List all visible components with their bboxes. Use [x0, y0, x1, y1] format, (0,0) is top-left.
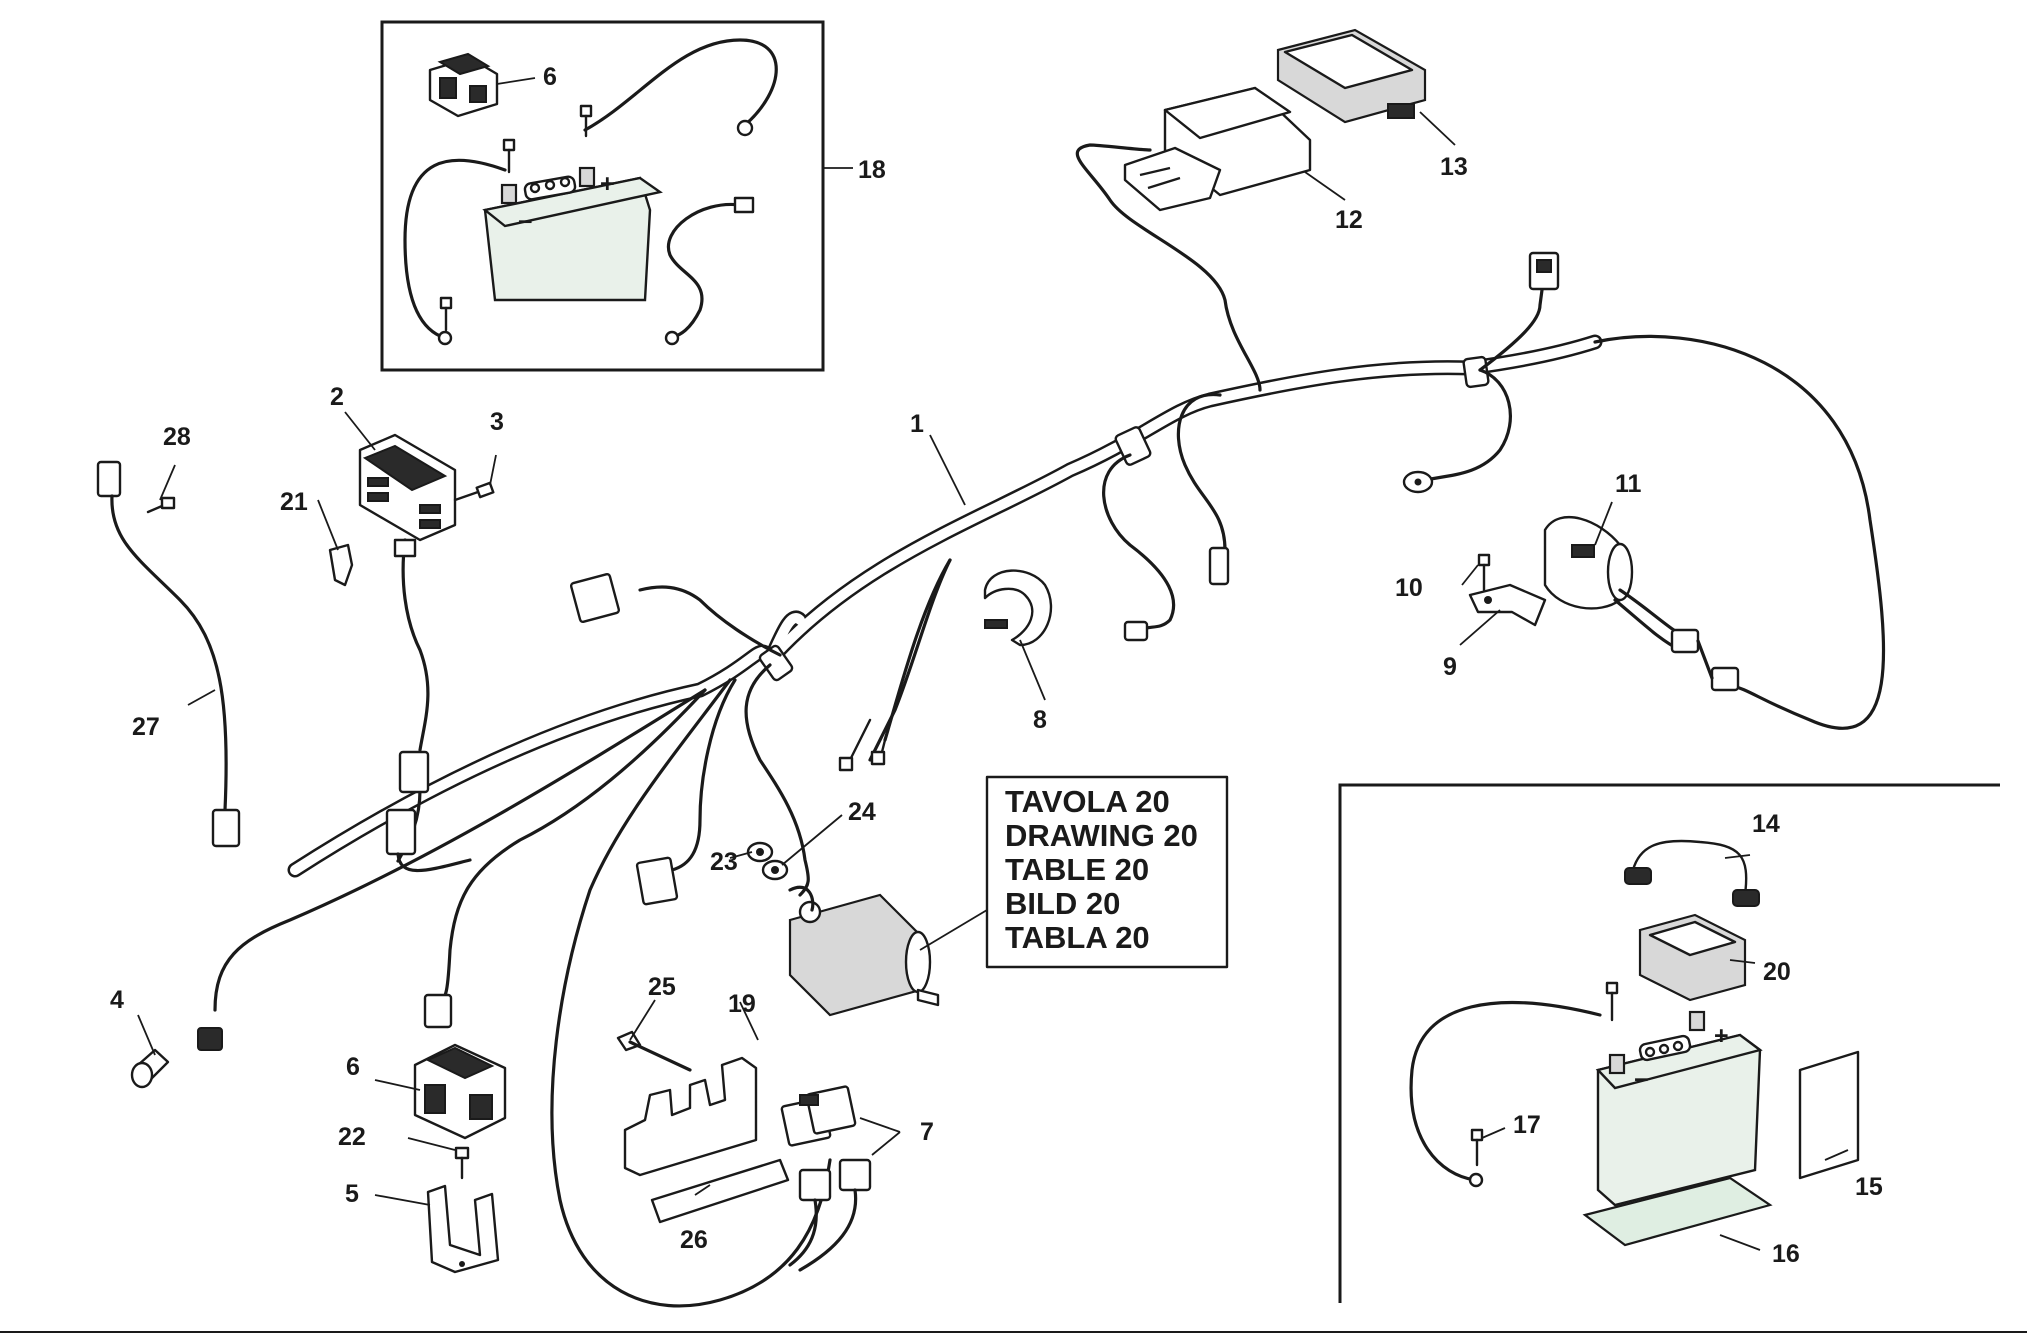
- callout-2: 2: [330, 383, 344, 411]
- starter-relay: [413, 1043, 507, 1140]
- callout-18: 18: [858, 156, 886, 184]
- battery-positive-mark: +: [600, 170, 615, 198]
- callout-6: 6: [346, 1053, 360, 1081]
- ignition-coil: [1543, 515, 1740, 692]
- inset-frame-battery-bottom: [1338, 783, 2000, 1303]
- ground-screw: [146, 496, 176, 514]
- battery-negative-mark: −: [518, 208, 533, 236]
- callout-11: 11: [1615, 470, 1642, 498]
- callout-14: 14: [1752, 810, 1780, 838]
- starter-washers: [746, 841, 789, 881]
- callout-9: 9: [1443, 653, 1457, 681]
- inset-bolts: [439, 104, 593, 332]
- ecu-control-unit: [1123, 86, 1312, 212]
- relay-screw: [454, 1146, 470, 1180]
- callout-22: 22: [338, 1123, 366, 1151]
- callout-6-inset: 6: [543, 63, 557, 91]
- callout-1: 1: [910, 410, 924, 438]
- reference-line-1: TAVOLA 20: [1005, 784, 1170, 819]
- inset-frame-battery-top: [380, 20, 825, 372]
- callout-numbers: 1 2 3 4 5 6 6 7 8 9 10 11 12 13 14 15 16…: [110, 63, 1883, 1268]
- ecu-cover: [1276, 28, 1427, 124]
- reference-line-4: BILD 20: [1005, 886, 1120, 921]
- callout-21: 21: [280, 488, 308, 516]
- callout-25: 25: [648, 973, 676, 1001]
- reference-box: TAVOLA 20 DRAWING 20 TABLE 20 BILD 20 TA…: [919, 775, 1229, 969]
- callout-5: 5: [345, 1180, 359, 1208]
- relay-bracket: [426, 1184, 500, 1274]
- starter-motor: [788, 885, 940, 1017]
- battery-inset-bottom: + −: [1409, 839, 1860, 1247]
- callout-3: 3: [490, 408, 504, 436]
- callout-4: 4: [110, 986, 124, 1014]
- reference-line-5: TABLA 20: [1005, 920, 1150, 955]
- coil-bracket: [1468, 553, 1547, 627]
- callout-19: 19: [728, 990, 756, 1018]
- callout-16: 16: [1772, 1240, 1800, 1268]
- callout-15: 15: [1855, 1173, 1883, 1201]
- callout-10: 10: [1395, 574, 1423, 602]
- auxiliary-relays: [780, 1085, 872, 1272]
- callout-8: 8: [1033, 706, 1047, 734]
- callout-26: 26: [680, 1226, 708, 1254]
- leader-lines: [137, 111, 1849, 1251]
- center-connectors: [423, 546, 1230, 1029]
- clamp-band: [983, 569, 1053, 647]
- harness-clip: [328, 543, 354, 587]
- callout-28: 28: [163, 423, 191, 451]
- callout-17: 17: [1513, 1111, 1541, 1139]
- harness-connector-left: [385, 808, 472, 873]
- sensor-cable: [96, 460, 241, 848]
- regulator-screw: [453, 481, 495, 502]
- callout-13: 13: [1440, 153, 1468, 181]
- callout-23: 23: [710, 848, 738, 876]
- callout-24: 24: [848, 798, 876, 826]
- callout-7: 7: [920, 1118, 934, 1146]
- starter-relay-inset: [428, 52, 499, 118]
- battery-b-negative-mark: −: [1634, 1066, 1649, 1094]
- speed-sensor: [130, 1027, 223, 1089]
- reference-line-3: TABLE 20: [1005, 852, 1149, 887]
- reference-line-2: DRAWING 20: [1005, 818, 1198, 853]
- battery-inset-top: + −: [403, 38, 853, 346]
- callout-20: 20: [1763, 958, 1791, 986]
- battery-b-positive-mark: +: [1714, 1022, 1729, 1050]
- harness-branch-wires: [213, 143, 1886, 1308]
- callout-12: 12: [1335, 206, 1363, 234]
- battery-inset-top-body: + −: [482, 166, 663, 302]
- voltage-regulator: [358, 433, 457, 794]
- fuse-holder-assembly: [616, 1030, 790, 1224]
- ground-ring-terminal: [1402, 470, 1434, 494]
- top-right-connector: [1528, 251, 1560, 291]
- callout-27: 27: [132, 713, 160, 741]
